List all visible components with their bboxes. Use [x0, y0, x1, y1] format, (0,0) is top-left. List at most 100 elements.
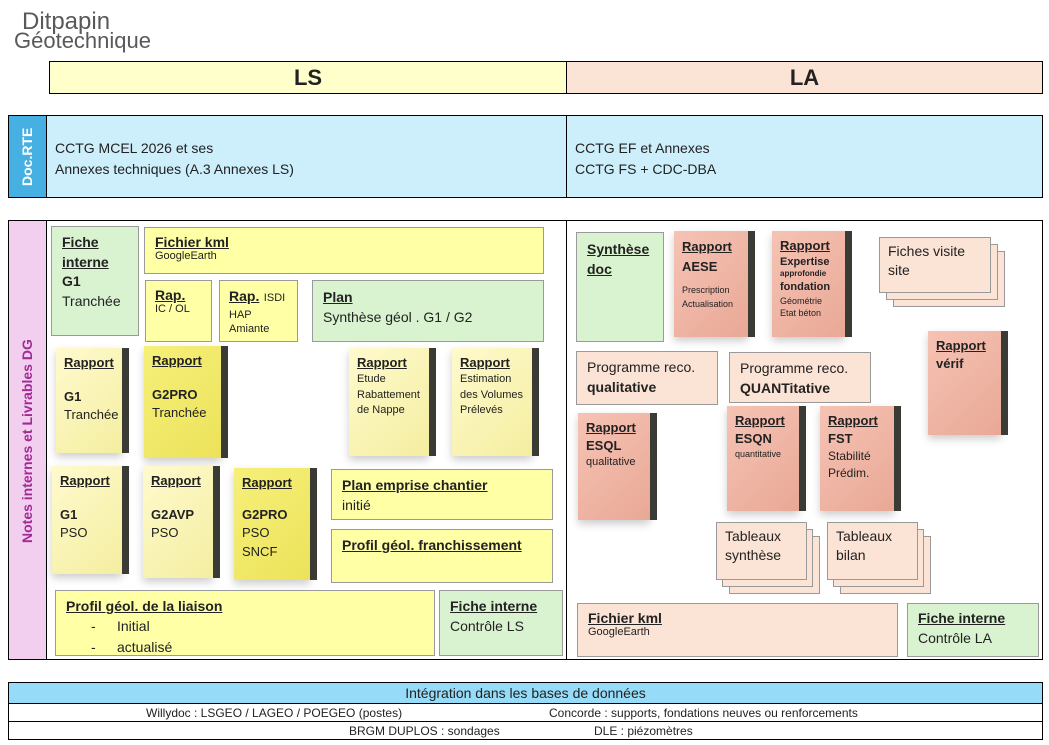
profil-liaison-item2: actualisé	[117, 638, 173, 655]
docrte-ls-cell: CCTG MCEL 2026 et ses Annexes techniques…	[46, 115, 567, 198]
logo-line2: Géotechnique	[14, 28, 151, 53]
rapport-esqn-b: quantitative	[735, 449, 782, 460]
tab-bilan-l2: bilan	[836, 546, 866, 563]
prog-qual-l1: Programme reco.	[587, 359, 696, 375]
rapport-g1-tr-a: G1	[64, 389, 82, 405]
ls-kml-title: Fichier kml	[155, 234, 229, 250]
rapport-g1-pso-b: PSO	[60, 525, 88, 541]
synthese-l2: doc	[587, 261, 612, 278]
rapport-expertise-a: Expertise	[780, 255, 830, 268]
tab-bilan-l1: Tableaux	[836, 528, 893, 544]
rapport-g2avp: Rapport G2AVP PSO	[143, 466, 213, 578]
fiches-visite-site: Fiches visite site	[879, 237, 991, 293]
rapport-fst-a: FST	[828, 431, 853, 447]
docrte-label-text: Doc.RTE	[19, 127, 35, 187]
docrte-la-line2: CCTG FS + CDC-DBA	[575, 161, 717, 177]
db-row-1: Willydoc : LSGEO / LAGEO / POEGEO (poste…	[8, 703, 1043, 722]
ls-kml-sub: GoogleEarth	[155, 250, 217, 262]
la-kml-title: Fichier kml	[588, 610, 662, 626]
la-column-header: LA	[566, 61, 1043, 94]
db-row-2: BRGM DUPLOS : sondages DLE : piézomètres	[8, 721, 1043, 740]
rapport-esql-title: Rapport	[586, 420, 636, 435]
rapport-expertise-title: Rapport	[780, 238, 830, 253]
rapport-esqn-a: ESQN	[735, 431, 772, 447]
ls-fichier-kml: Fichier kml GoogleEarth	[144, 227, 544, 274]
fiche-ctrl-la-title: Fiche interne	[918, 610, 1006, 626]
fiche-interne-g1: Fiche interne G1 Tranchée	[51, 226, 139, 336]
rapport-g2pro-sncf-title: Rapport	[242, 475, 292, 490]
fiche-ctrl-ls-sub: Contrôle LS	[450, 617, 524, 634]
tableaux-bilan: Tableaux bilan	[827, 522, 918, 580]
rapport-verif-a: vérif	[936, 356, 964, 372]
rapport-expertise-b: approfondie	[780, 269, 827, 279]
rapport-esqn: Rapport ESQN quantitative	[727, 406, 799, 511]
fiches-visite-l2: site	[888, 261, 910, 278]
rapport-expertise-d: Géométrie	[780, 296, 823, 307]
profil-liaison-item1: Initial	[117, 618, 150, 635]
rapport-aese-title: Rapport	[682, 239, 732, 254]
fiche-g1-title1: Fiche	[62, 234, 99, 250]
rapport-aese-b: Prescription	[682, 285, 730, 295]
rapport-fst-title: Rapport	[828, 413, 878, 428]
docrte-label: Doc.RTE	[8, 115, 47, 198]
rapport-g1-tranchee: Rapport G1 Tranchée	[56, 348, 122, 453]
rapport-g2pro-sncf-b: PSO	[242, 525, 270, 541]
rapport-expertise-c: fondation	[780, 281, 831, 294]
rapport-g2avp-b: PSO	[151, 525, 179, 541]
rapport-esql: Rapport ESQL qualitative	[578, 413, 650, 520]
rapport-g2pro-tr-b: Tranchée	[152, 405, 207, 421]
plan-title: Plan	[323, 289, 353, 305]
rapport-estimation-volumes: Rapport Estimation des Volumes Prélevés	[452, 348, 532, 456]
rapport-esql-b: qualitative	[586, 456, 636, 469]
la-kml-sub: GoogleEarth	[588, 626, 650, 638]
rapport-fst-c: Prédim.	[828, 466, 870, 481]
programme-quantitative: Programme reco. QUANTitative	[729, 352, 871, 403]
db-header-text: Intégration dans les bases de données	[405, 685, 646, 701]
profil-franchissement: Profil géol. franchissement	[331, 529, 553, 583]
rapport-g2avp-title: Rapport	[151, 473, 201, 488]
profil-liaison-title: Profil géol. de la liaison	[66, 598, 223, 614]
programme-qualitative: Programme reco. qualitative	[576, 351, 718, 405]
rapport-verif: Rapport vérif	[928, 331, 1001, 435]
rapport-etude-a: Etude	[357, 373, 386, 386]
tableaux-synthese: Tableaux synthèse	[716, 522, 807, 580]
rapport-esql-a: ESQL	[586, 438, 622, 454]
notes-label: Notes internes et Livrables DG	[8, 220, 47, 660]
tab-synth-l1: Tableaux	[725, 528, 782, 544]
rap-isdi-l3: Amiante	[229, 323, 270, 336]
docrte-ls-line1: CCTG MCEL 2026 et ses	[55, 140, 214, 156]
rapport-expertise: Rapport Expertise approfondie fondation …	[772, 231, 845, 337]
rapport-estim-c: Prélevés	[460, 403, 503, 416]
docrte-la-line1: CCTG EF et Annexes	[575, 140, 710, 156]
fiche-g1-code: G1	[62, 273, 81, 290]
synthese-doc: Synthèse doc	[576, 232, 664, 342]
rapport-estim-b: des Volumes	[460, 388, 523, 401]
rapport-etude-b: Rabattement	[357, 388, 420, 401]
prog-quant-l2: QUANTitative	[740, 380, 830, 397]
plan-emprise-title: Plan emprise chantier	[342, 477, 488, 493]
rapport-g2avp-a: G2AVP	[151, 507, 195, 523]
rapport-etude-c: de Nappe	[357, 403, 405, 416]
notes-label-text: Notes internes et Livrables DG	[19, 339, 35, 543]
rapport-expertise-e: Etat béton	[780, 308, 822, 319]
rapport-g1-pso: Rapport G1 PSO	[52, 466, 122, 574]
fiche-ctrl-ls-title: Fiche interne	[450, 598, 538, 614]
tab-synth-l2: synthèse	[725, 546, 782, 563]
db-brgm: BRGM DUPLOS : sondages	[349, 724, 500, 738]
profil-franch-title: Profil géol. franchissement	[342, 537, 522, 553]
db-willydoc: Willydoc : LSGEO / LAGEO / POEGEO (poste…	[146, 706, 403, 720]
rapport-g2pro-sncf-a: G2PRO	[242, 507, 288, 523]
la-header-text: LA	[789, 64, 820, 90]
prog-qual-l2: qualitative	[587, 379, 657, 396]
db-integration-header: Intégration dans les bases de données	[8, 682, 1043, 704]
rapport-estim-title: Rapport	[460, 355, 510, 370]
list-dash: -	[91, 638, 96, 655]
db-dle: DLE : piézomètres	[594, 724, 693, 738]
fiches-visite-l1: Fiches visite	[888, 243, 966, 259]
la-fichier-kml: Fichier kml GoogleEarth	[577, 603, 898, 657]
rap-isdi: Rap. ISDI HAP Amiante	[219, 280, 298, 342]
rap-ic-title: Rap.	[155, 287, 186, 303]
profil-liaison: Profil géol. de la liaison -Initial -act…	[55, 590, 435, 656]
fiche-ctrl-la-sub: Contrôle LA	[918, 629, 992, 646]
fiche-controle-ls: Fiche interne Contrôle LS	[439, 590, 563, 656]
